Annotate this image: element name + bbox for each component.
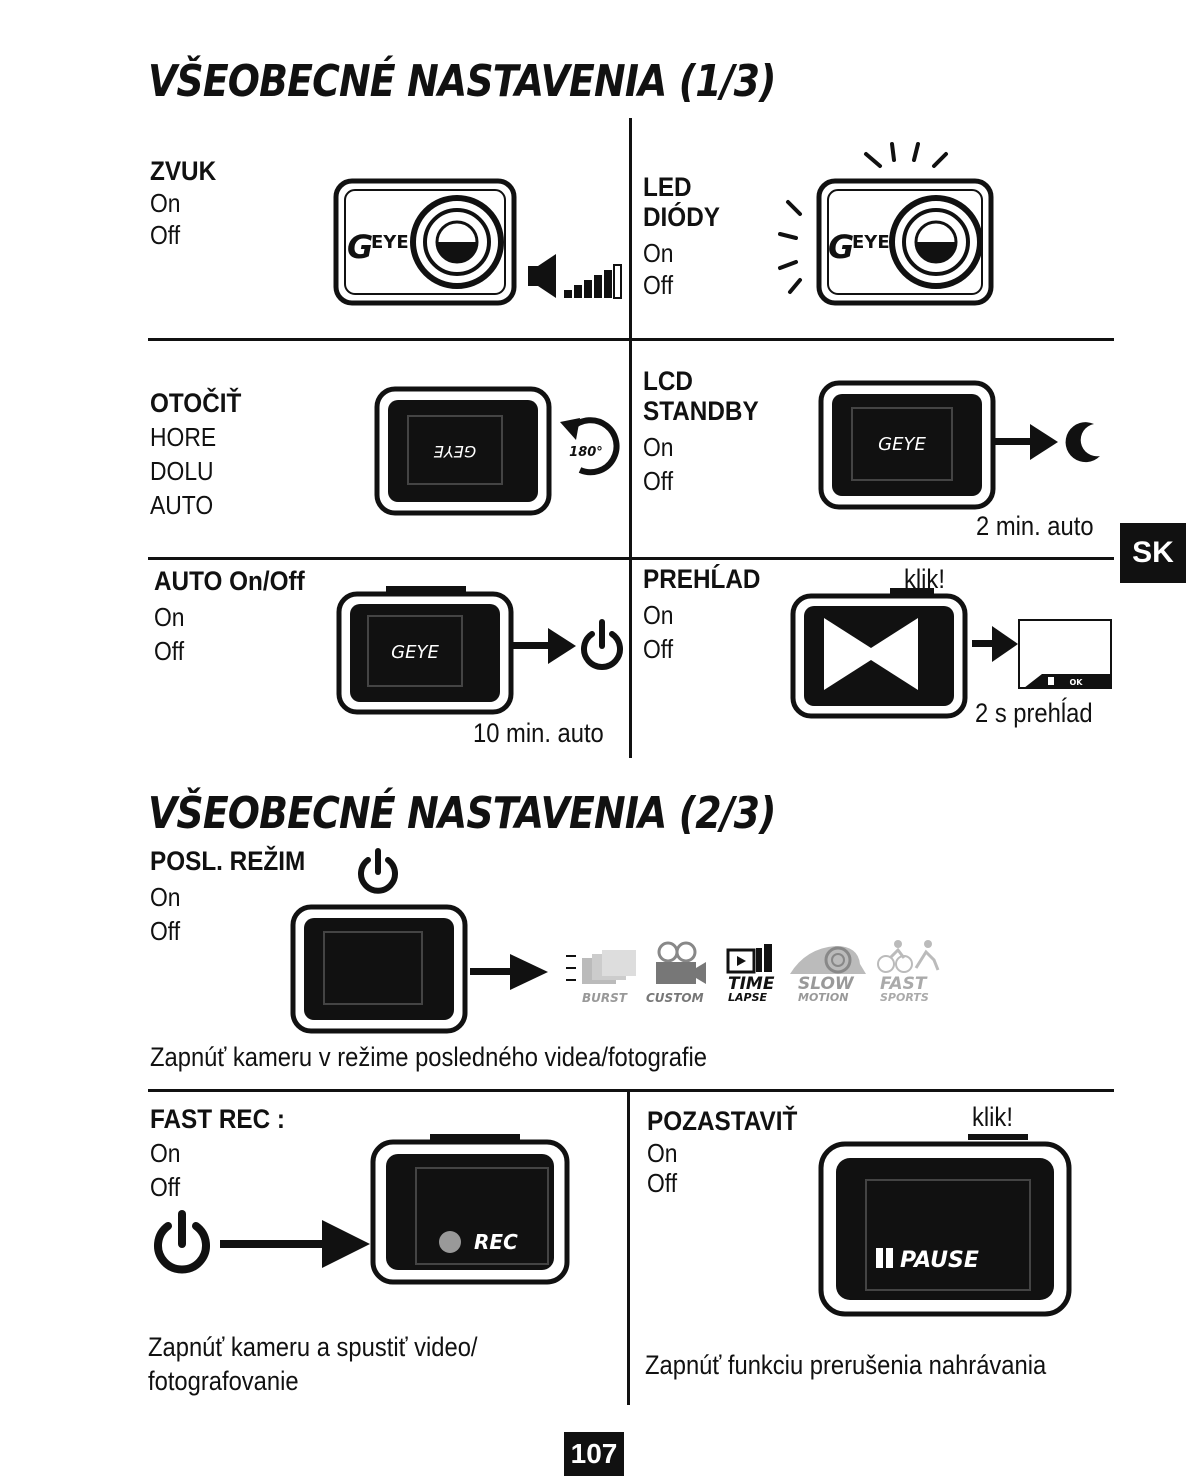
led-option-off: Off bbox=[643, 270, 674, 300]
fast-rec-description-line1: Zapnúť kameru a spustiť video/ bbox=[148, 1332, 478, 1362]
auto-onoff-note: 10 min. auto bbox=[473, 718, 604, 748]
page-number: 107 bbox=[564, 1432, 624, 1476]
volume-icon bbox=[528, 254, 622, 299]
svg-text:OK: OK bbox=[1070, 678, 1084, 687]
posl-rezim-description: Zapnúť kameru v režime posledného videa/… bbox=[150, 1042, 708, 1072]
otocit-heading: OTOČIŤ bbox=[150, 388, 242, 418]
fast-rec-option-on: On bbox=[150, 1138, 181, 1168]
svg-text:EYE: EYE bbox=[852, 232, 890, 253]
camera-back-flipped-icon: GEYE bbox=[374, 386, 552, 516]
pozastavit-click: klik! bbox=[972, 1102, 1013, 1132]
arrow-right-icon bbox=[470, 954, 548, 990]
timelapse-label: TIME bbox=[728, 974, 775, 994]
zvuk-heading: ZVUK bbox=[150, 156, 217, 186]
svg-text:EYE: EYE bbox=[371, 232, 409, 253]
camera-back-playback-icon bbox=[790, 588, 968, 719]
posl-rezim-heading: POSL. REŽIM bbox=[150, 846, 306, 876]
fast-rec-option-off: Off bbox=[150, 1172, 181, 1202]
prehlad-option-on: On bbox=[643, 600, 674, 630]
fast-rec-description-line2: fotografovanie bbox=[148, 1366, 299, 1396]
camera-pause-icon: PAUSE bbox=[818, 1134, 1072, 1317]
arrow-to-power-icon bbox=[512, 619, 623, 670]
led-option-on: On bbox=[643, 238, 674, 268]
timelapse-mode-icon bbox=[726, 944, 772, 974]
svg-text:G: G bbox=[828, 228, 854, 266]
page-title-1: VŠEOBECNÉ NASTAVENIA (1/3) bbox=[148, 56, 776, 107]
zvuk-option-on: On bbox=[150, 188, 181, 218]
lcd-note: 2 min. auto bbox=[976, 511, 1094, 541]
lcd-option-on: On bbox=[643, 432, 674, 462]
custom-label: CUSTOM bbox=[646, 991, 704, 1005]
fast-rec-heading: FAST REC : bbox=[150, 1104, 286, 1134]
auto-onoff-option-on: On bbox=[154, 602, 185, 632]
fast-sports-icon bbox=[877, 940, 940, 973]
otocit-screen-text: GEYE bbox=[433, 442, 476, 461]
otocit-option-hore: HORE bbox=[150, 422, 217, 452]
fast-sublabel: SPORTS bbox=[880, 991, 929, 1004]
lcd-screen-text: GEYE bbox=[878, 434, 926, 455]
auto-onoff-option-off: Off bbox=[154, 636, 185, 666]
pozastavit-option-on: On bbox=[647, 1138, 678, 1168]
arrow-to-sleep-icon bbox=[994, 422, 1100, 463]
pozastavit-description: Zapnúť funkciu prerušenia nahrávania bbox=[645, 1350, 1047, 1380]
rotate-label: 180° bbox=[569, 445, 603, 460]
lcd-option-off: Off bbox=[643, 466, 674, 496]
zvuk-option-off: Off bbox=[150, 220, 181, 250]
camera-back-icon: GEYE bbox=[818, 380, 996, 510]
pozastavit-heading: POZASTAVIŤ bbox=[647, 1106, 798, 1136]
led-camera-icon: G EYE bbox=[778, 142, 994, 306]
language-tab: SK bbox=[1120, 523, 1186, 583]
camera-back-icon-rezim bbox=[290, 904, 468, 1034]
page-title-2: VŠEOBECNÉ NASTAVENIA (2/3) bbox=[148, 788, 776, 839]
svg-text:G: G bbox=[347, 228, 373, 266]
divider-row-3 bbox=[148, 1089, 1114, 1092]
rec-screen-text: REC bbox=[474, 1230, 518, 1254]
auto-onoff-heading: AUTO On/Off bbox=[154, 566, 305, 596]
timelapse-sublabel: LAPSE bbox=[728, 991, 768, 1004]
posl-rezim-option-off: Off bbox=[150, 916, 181, 946]
auto-onoff-screen-text: GEYE bbox=[391, 642, 439, 663]
camera-back-icon-auto: GEYE bbox=[336, 586, 514, 715]
otocit-option-dolu: DOLU bbox=[150, 456, 214, 486]
led-heading-line1: LED bbox=[643, 172, 692, 202]
power-icon bbox=[358, 848, 398, 894]
divider-vertical-bottom bbox=[627, 1091, 630, 1405]
divider-vertical-top bbox=[629, 118, 632, 758]
custom-mode-icon bbox=[656, 941, 706, 984]
burst-label: BURST bbox=[582, 991, 627, 1005]
camera-front-icon: G EYE bbox=[333, 178, 517, 306]
rotate-180-icon: 180° bbox=[560, 417, 620, 476]
camera-rec-icon: REC bbox=[370, 1134, 570, 1285]
power-arrow-icon bbox=[154, 1210, 370, 1274]
otocit-option-auto: AUTO bbox=[150, 490, 214, 520]
prehlad-option-off: Off bbox=[643, 634, 674, 664]
divider-row-2 bbox=[148, 557, 1114, 560]
slow-label: SLOW bbox=[798, 974, 854, 994]
led-heading-line2: DIÓDY bbox=[643, 202, 720, 232]
fast-label: FAST bbox=[880, 974, 927, 994]
prehlad-heading: PREHĹAD bbox=[643, 564, 761, 594]
posl-rezim-option-on: On bbox=[150, 882, 181, 912]
pozastavit-option-off: Off bbox=[647, 1168, 678, 1198]
divider-row-1 bbox=[148, 338, 1114, 341]
lcd-heading-line2: STANDBY bbox=[643, 396, 759, 426]
pause-screen-text: PAUSE bbox=[900, 1248, 979, 1273]
lcd-heading-line1: LCD bbox=[643, 366, 693, 396]
slow-sublabel: MOTION bbox=[798, 991, 849, 1004]
playback-screen-icon: OK bbox=[972, 619, 1112, 689]
burst-mode-icon bbox=[566, 950, 636, 984]
slow-motion-icon bbox=[790, 946, 866, 974]
prehlad-note: 2 s prehĺad bbox=[975, 698, 1093, 728]
